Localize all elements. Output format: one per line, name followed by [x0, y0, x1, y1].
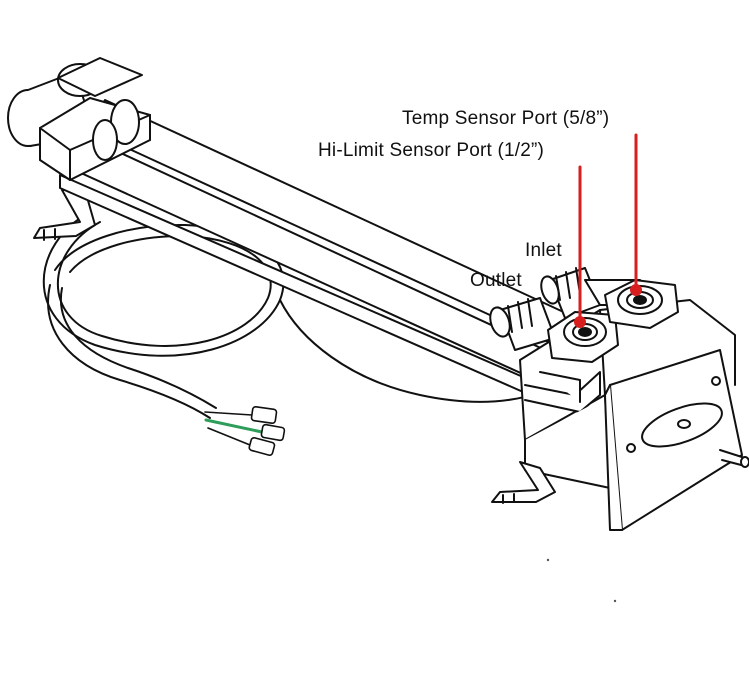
inlet-label: Inlet — [525, 240, 562, 261]
right-mount-bracket — [491, 461, 556, 504]
front-face — [626, 376, 749, 468]
wire-ends — [204, 405, 286, 456]
temp-sensor-leader-dot — [630, 284, 642, 296]
outlet-label: Outlet — [470, 270, 522, 291]
temp-sensor-port-label: Temp Sensor Port (5/8”) — [402, 108, 610, 129]
specks — [546, 558, 617, 603]
power-cord — [42, 211, 541, 419]
left-flange — [7, 57, 151, 181]
hi-limit-sensor-port-label: Hi-Limit Sensor Port (1/2”) — [318, 140, 545, 161]
leader-lines — [574, 133, 642, 328]
outlet-fitting — [489, 297, 556, 351]
hi-limit-leader-dot — [574, 316, 586, 328]
